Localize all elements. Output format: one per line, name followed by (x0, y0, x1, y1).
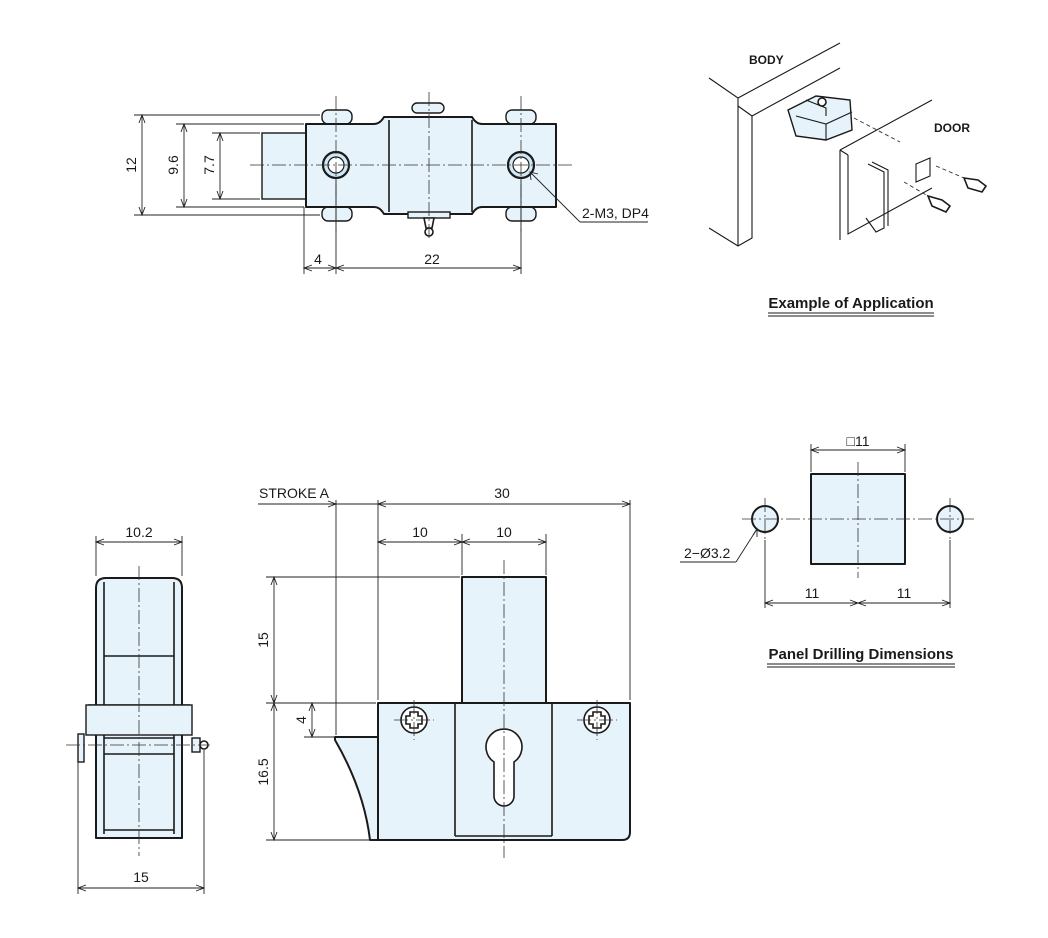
body-panel (737, 105, 753, 117)
panel-spacing-left: 11 (805, 585, 820, 601)
top-view-bottom-screw (423, 217, 435, 229)
dim-arrow (376, 538, 548, 546)
dim-label-12: 12 (123, 157, 139, 173)
top-view: 12 9.6 7.7 4 22 2-M3, DP4 (123, 92, 649, 274)
assembly-line (935, 165, 965, 179)
top-view-plunger (261, 132, 307, 200)
latch-illustration (795, 99, 853, 140)
top-view-body (305, 116, 557, 215)
screw-illustration (962, 177, 988, 193)
dim-label-10-2: 10.2 (125, 524, 152, 540)
latch-illustration-hole (817, 97, 827, 107)
dim-arrow (327, 500, 632, 508)
dim-label-4: 4 (314, 251, 322, 267)
dim-arrow (94, 538, 184, 546)
body-panel (708, 42, 841, 247)
dim-label-9-6: 9.6 (165, 155, 181, 175)
dim-arrow (180, 122, 188, 209)
body-label: BODY (749, 53, 784, 67)
top-view-screw-head (321, 109, 353, 125)
panel-square-label: □11 (847, 433, 870, 449)
side-view-stud (77, 733, 85, 763)
leader-arrow (529, 171, 539, 181)
latch-illustration (787, 95, 853, 141)
panel-spacing-right: 11 (897, 585, 912, 601)
dim-arrow (270, 575, 278, 842)
dim-arrow (138, 113, 146, 217)
top-view-screw-head (321, 206, 353, 222)
dim-label-30: 30 (494, 485, 510, 501)
leader-arrow (752, 527, 758, 537)
front-view: STROKE A 30 10 10 15 4 16.5 (255, 485, 632, 858)
screw-illustration (926, 194, 952, 213)
door-handle (865, 161, 889, 233)
front-view-screw-cross (405, 711, 423, 729)
dim-label-10-right: 10 (496, 524, 512, 540)
door-panel (839, 99, 933, 240)
panel-holes-note: 2−Ø3.2 (684, 545, 731, 561)
door-label: DOOR (934, 121, 970, 135)
application-view: BODY DOOR Example of Application (708, 42, 988, 317)
dim-label-15-height: 15 (255, 632, 271, 648)
strike-plate (915, 157, 931, 183)
dim-arrow (763, 599, 952, 607)
stroke-label: STROKE A (259, 485, 330, 501)
dim-arrow (302, 264, 523, 272)
front-view-ramp (334, 736, 379, 841)
dim-label-22: 22 (424, 251, 440, 267)
assembly-line (903, 181, 929, 197)
panel-drilling-view: □11 2−Ø3.2 11 11 Panel Drilling Dimensio… (680, 433, 974, 668)
front-view-screw-cross (588, 711, 606, 729)
assembly-line (853, 117, 901, 143)
dim-label-7-7: 7.7 (201, 155, 217, 175)
panel-caption: Panel Drilling Dimensions (768, 646, 953, 663)
dim-arrow (216, 131, 224, 201)
dim-label-16-5: 16.5 (255, 758, 271, 785)
dim-arrow (308, 701, 316, 739)
door-panel (839, 149, 849, 156)
dim-label-10-left: 10 (412, 524, 428, 540)
top-view-knob (411, 102, 445, 114)
dim-label-4-height: 4 (293, 716, 309, 724)
holes-note: 2-M3, DP4 (582, 205, 649, 221)
dim-label-15: 15 (133, 869, 149, 885)
application-caption: Example of Application (768, 295, 933, 312)
dim-arrow (809, 446, 907, 454)
side-view: 10.2 15 (66, 524, 210, 894)
dim-arrow (76, 884, 206, 892)
leader-line (529, 171, 581, 223)
